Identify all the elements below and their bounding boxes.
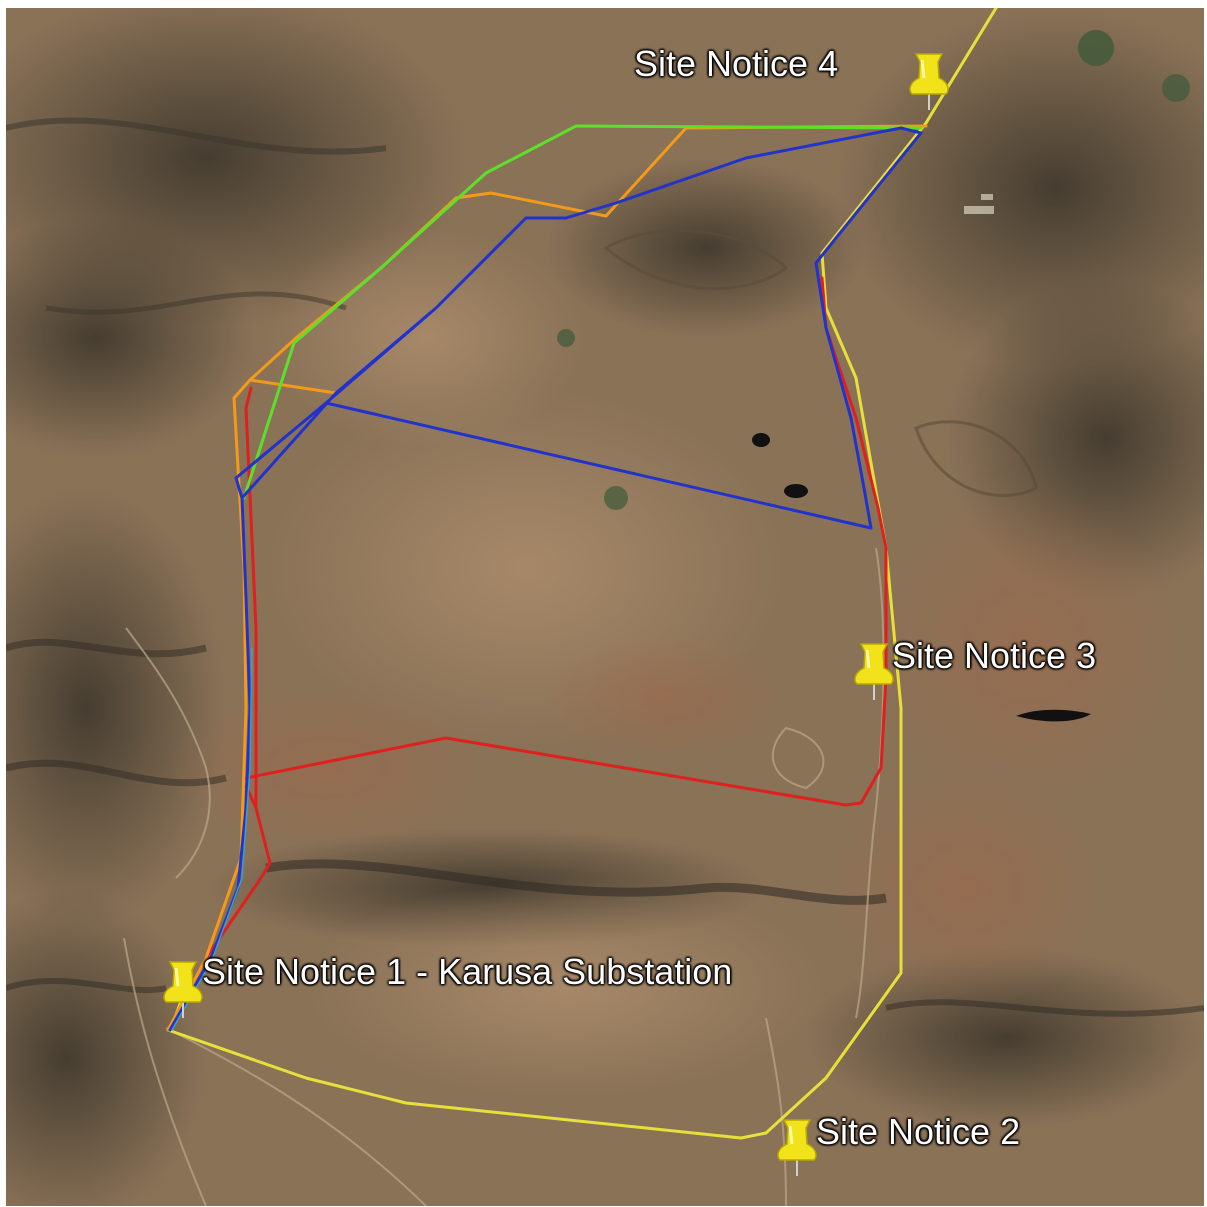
site-notice-2-pin[interactable] [774,1116,820,1178]
site-notice-3-label: Site Notice 3 [892,635,1097,676]
route-blue[interactable] [168,126,923,1032]
dirt-roads [123,547,885,1206]
facility-marks [964,194,994,214]
route-green[interactable] [242,124,923,500]
site-notice-2-label: Site Notice 2 [816,1111,1021,1152]
site-notice-4-pin[interactable] [906,50,952,112]
site-notice-4-label: Site Notice 4 [634,43,839,84]
pushpin-icon [854,643,894,700]
water-bodies [752,433,1091,722]
map-canvas[interactable] [6,8,1204,1206]
terrain-texture [6,8,1204,1206]
site-notice-3-pin[interactable] [851,640,897,702]
site-notice-1-pin[interactable] [160,958,206,1020]
route-cyan-fine [171,647,253,1031]
pushpin-icon [909,53,949,110]
satellite-map[interactable]: Site Notice 4 Site Notice 3 Site Notice … [6,8,1204,1206]
pushpin-icon [163,961,203,1018]
site-notice-1-label: Site Notice 1 - Karusa Substation [202,951,733,992]
pushpin-icon [777,1119,817,1176]
